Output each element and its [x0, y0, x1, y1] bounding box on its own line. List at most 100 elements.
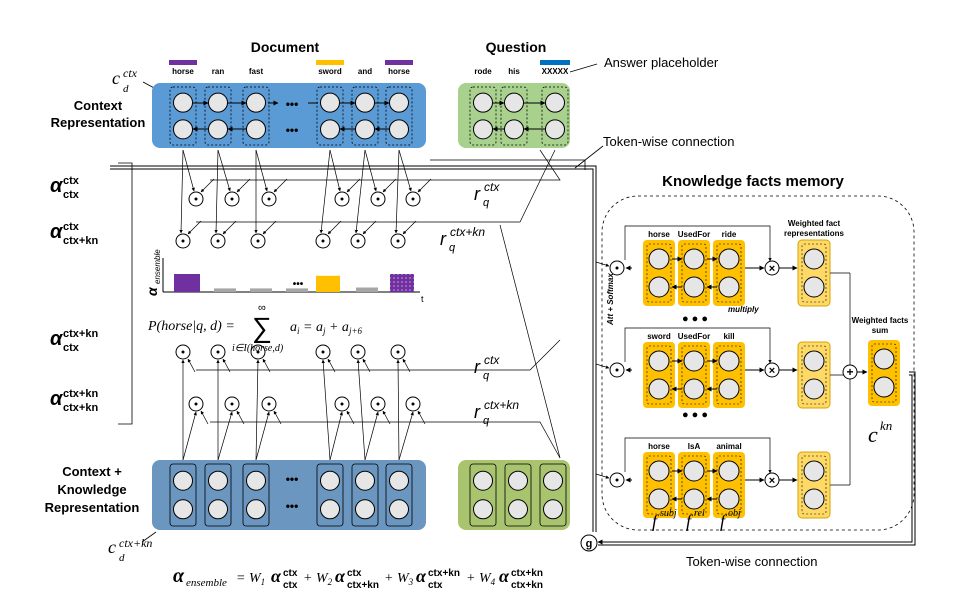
attention-edge: [273, 178, 288, 193]
r-subscript: q: [483, 197, 490, 209]
lstm-unit: [208, 92, 228, 113]
svg-text:ctx: ctx: [123, 66, 138, 80]
lstm-unit: [545, 119, 565, 140]
lstm-unit: [355, 470, 375, 491]
svg-text:α: α: [416, 566, 427, 586]
lstm-unit: [320, 499, 340, 520]
attention-edge: [187, 358, 196, 373]
lstm-unit: [355, 499, 375, 520]
fact-unit: [803, 488, 825, 510]
odot-center: [340, 197, 344, 201]
odot-center: [267, 402, 271, 406]
lstm-unit: [389, 119, 409, 140]
multiply-symbol: ×: [769, 475, 775, 487]
doc-ellipsis: •••: [286, 472, 299, 486]
svg-text:ctx: ctx: [428, 580, 443, 591]
lstm-unit: [473, 470, 493, 491]
svg-text:α: α: [271, 566, 282, 586]
attention-edge: [217, 411, 233, 461]
lstm-cell-border: [169, 86, 197, 146]
attention-edge: [329, 411, 343, 461]
fact-token-label: ride: [722, 230, 737, 239]
fact-token-label: kill: [723, 332, 734, 341]
svg-text:f: f: [720, 511, 728, 531]
fact-unit: [803, 248, 825, 270]
attention-edge: [319, 149, 331, 234]
question-lstm-cells: [469, 86, 569, 146]
r-superscript: ctx: [484, 180, 500, 194]
svg-text:= W1: = W1: [236, 571, 265, 587]
lstm-cell-border: [541, 86, 569, 146]
lstm-unit: [504, 92, 524, 113]
multiply-symbol: ×: [769, 365, 775, 377]
odot-center: [321, 239, 325, 243]
odot-center: [356, 350, 360, 354]
alpha-superscript: ctx+kn: [63, 328, 98, 340]
lstm-unit: [173, 92, 193, 113]
fact-cell-dash: [716, 345, 742, 405]
lstm-unit: [208, 470, 228, 491]
svg-text:ctx+kn: ctx+kn: [347, 580, 379, 591]
fact-token-label: sword: [647, 332, 671, 341]
svg-text:α: α: [173, 565, 185, 587]
lstm-unit: [508, 499, 528, 520]
c-d-ctx-kn-label: c d ctx+kn: [108, 531, 157, 564]
document-title: Document: [251, 39, 320, 55]
lstm-cell-border: [504, 463, 532, 527]
fact-token-label: horse: [648, 230, 670, 239]
fact-token-label: horse: [648, 442, 670, 451]
svg-text:ensemble: ensemble: [186, 577, 227, 589]
fact-unit: [683, 276, 705, 298]
fact-unit: [718, 460, 740, 482]
fact-part-labels: f subj f rel f obj: [652, 508, 741, 531]
attention-edge: [329, 149, 341, 192]
svg-text:rel: rel: [694, 508, 705, 519]
lstm-unit: [508, 470, 528, 491]
fact-unit: [683, 460, 705, 482]
svg-text:subj: subj: [660, 508, 677, 519]
odot-center: [615, 368, 619, 372]
question-token-label: XXXXX: [542, 67, 569, 76]
facts-ellipsis: ● ● ●: [682, 409, 708, 421]
lstm-unit: [246, 470, 266, 491]
r-symbol: r: [474, 184, 481, 204]
attention-edge: [402, 220, 417, 235]
lstm-unit: [545, 92, 565, 113]
c-d-ctx-label: c d ctx: [112, 66, 159, 95]
lstm-cell-border: [539, 463, 567, 527]
probability-formula: P(horse|q, d) = ∑ ∞ i∈I(horse,d) ai = aj…: [147, 302, 363, 354]
attention-rows-bracket: [118, 162, 133, 425]
document-knowledge-panel: [152, 460, 426, 530]
bar-chart-bar: [214, 288, 236, 292]
context-knowledge-label-line3: Representation: [45, 500, 140, 515]
odot-center: [181, 350, 185, 354]
fact-unit: [683, 378, 705, 400]
weighted-facts-sum-line2: sum: [872, 326, 888, 335]
doc-token-label: horse: [172, 67, 194, 76]
att-softmax-label: Att + Softmax: [606, 273, 615, 326]
fact-token-label: UsedFor: [678, 230, 710, 239]
sum-symbol: +: [846, 365, 853, 379]
alpha-symbol: α: [50, 388, 64, 410]
bar-chart-ellipsis: •••: [293, 279, 304, 290]
fact-unit: [873, 348, 895, 370]
fact-unit: [803, 378, 825, 400]
lstm-cell-border: [242, 463, 270, 527]
r-superscript: ctx: [484, 353, 500, 367]
token-wise-connection-bottom-label: Token-wise connection: [686, 554, 818, 569]
fact-unit: [683, 248, 705, 270]
r-superscript: ctx+kn: [450, 225, 485, 239]
context-knowledge-label-line2: Knowledge: [57, 482, 126, 497]
lstm-unit: [473, 499, 493, 520]
bar-chart-bar: [316, 275, 340, 292]
r-symbol: r: [474, 402, 481, 422]
svg-text:i∈I(horse,d): i∈I(horse,d): [232, 343, 284, 354]
lstm-cell-border: [204, 86, 232, 146]
fact-unit: [648, 378, 670, 400]
attention-edge: [255, 411, 270, 461]
